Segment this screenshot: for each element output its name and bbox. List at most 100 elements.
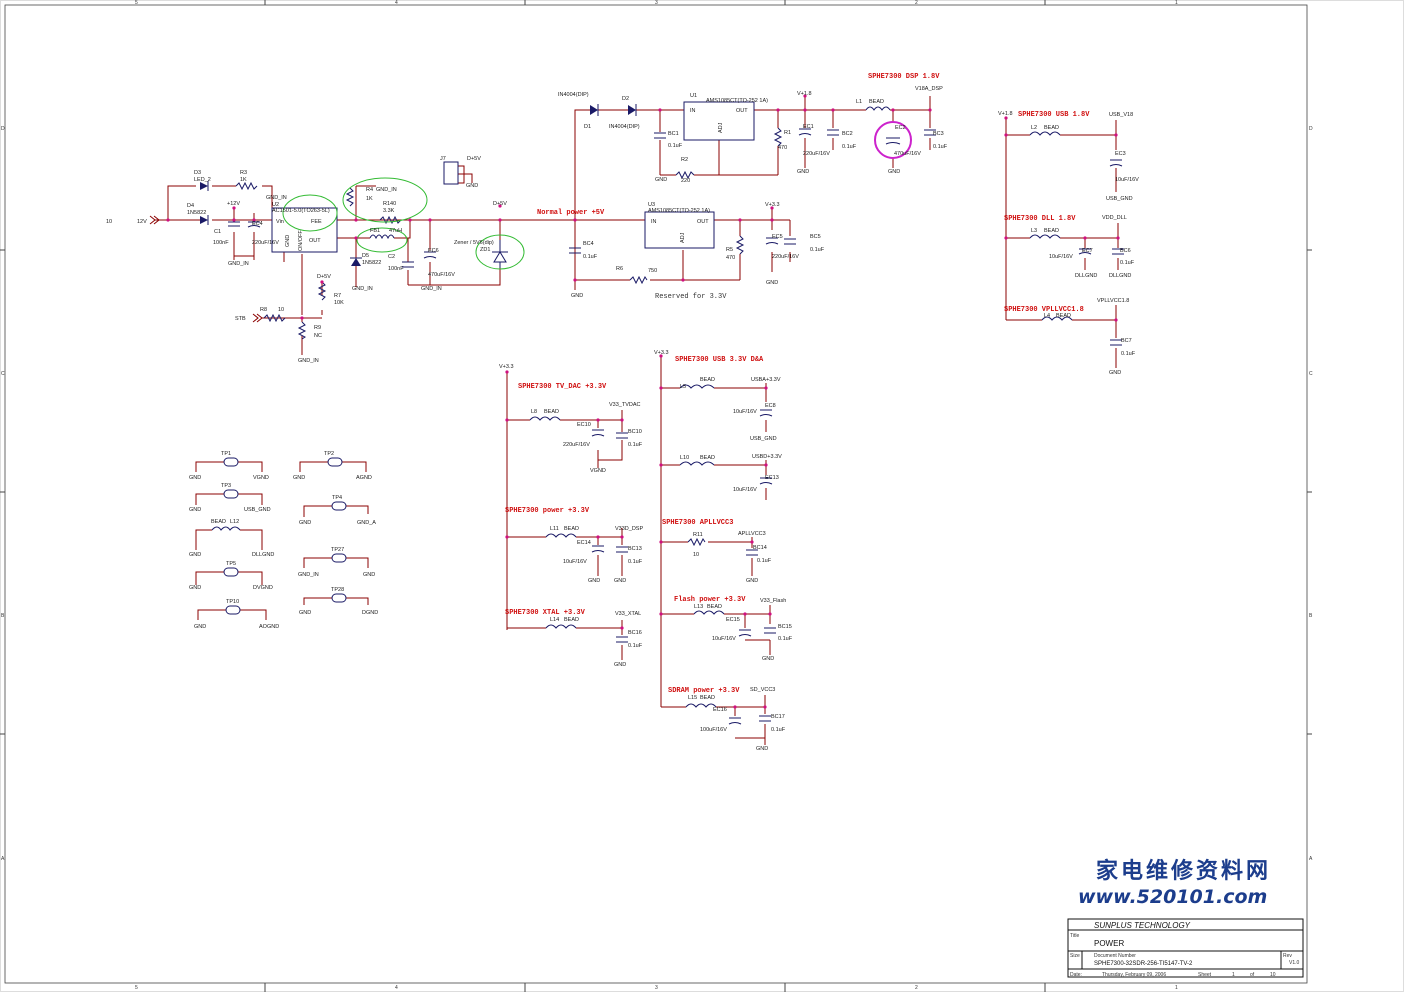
label-gnd-bc17: GND bbox=[756, 746, 768, 752]
label-tp2-gnd: GND bbox=[293, 475, 305, 481]
label-bc10-value: 0.1uF bbox=[628, 442, 643, 448]
label-r3-value: 1K bbox=[240, 177, 247, 183]
label-d5v-net: D+5V bbox=[493, 201, 507, 207]
label-ec1-value: 220uF/16V bbox=[803, 151, 830, 157]
cap-ec15-icon bbox=[738, 629, 752, 637]
label-u2-vin: Vin bbox=[276, 219, 284, 225]
label-v33-flash: V33_Flash bbox=[760, 598, 786, 604]
titleblock-company: SUNPLUS TECHNOLOGY bbox=[1094, 921, 1191, 930]
label-ec13: EC13 bbox=[765, 475, 779, 481]
label-tp27-gndin: GND_IN bbox=[298, 572, 319, 578]
label-tp10-aognd: AOGND bbox=[259, 624, 279, 630]
label-l11: L11 bbox=[550, 526, 559, 532]
label-r9: R9 bbox=[314, 325, 321, 331]
inductor-fb1-icon bbox=[369, 234, 395, 240]
frame-row-c: C bbox=[1, 371, 5, 377]
label-l8-bead: BEAD bbox=[544, 409, 559, 415]
section-headings: SPHE7300 DSP 1.8V Normal power +5V SPHE7… bbox=[505, 73, 1090, 695]
label-u3-in: IN bbox=[651, 219, 657, 225]
label-u2: U2 bbox=[272, 202, 279, 208]
label-ec7: EC7 bbox=[1082, 248, 1093, 254]
label-d3: D3 bbox=[194, 170, 201, 176]
heading-apll: SPHE7300 APLLVCC3 bbox=[662, 519, 733, 527]
frame-row-a: A bbox=[1, 856, 5, 862]
frame-col-3: 3 bbox=[655, 0, 658, 6]
bead-l8-icon bbox=[529, 416, 561, 421]
label-d2: D2 bbox=[622, 96, 629, 102]
label-net-10: 10 bbox=[106, 219, 112, 225]
frame-col-2-bottom: 2 bbox=[915, 985, 918, 991]
label-r11-value: 10 bbox=[693, 552, 699, 558]
label-fb1: FB1 bbox=[370, 228, 380, 234]
label-sd-vcc3: SD_VCC3 bbox=[750, 687, 775, 693]
cap-ec5-icon bbox=[765, 237, 779, 245]
resistor-r5-icon bbox=[735, 235, 745, 255]
label-r8: R8 bbox=[260, 307, 267, 313]
label-gndin-4: GND_IN bbox=[352, 286, 373, 292]
label-l5-bead: BEAD bbox=[700, 377, 715, 383]
label-j7-gnd: GND bbox=[466, 183, 478, 189]
heading-dll-1v8: SPHE7300 DLL 1.8V bbox=[1004, 215, 1076, 223]
titleblock-title: POWER bbox=[1094, 939, 1124, 948]
label-bc14: BC14 bbox=[753, 545, 767, 551]
label-tp28-gnd: GND bbox=[299, 610, 311, 616]
label-vp18-right: V+1.8 bbox=[998, 111, 1013, 117]
resistor-r4-icon bbox=[345, 187, 355, 207]
cap-bc7-icon bbox=[1110, 339, 1122, 346]
resistor-r7-icon bbox=[317, 281, 327, 301]
label-gnd-ec1: GND bbox=[797, 169, 809, 175]
diode-d3-icon bbox=[200, 182, 208, 190]
testpoint-jumpers bbox=[223, 457, 347, 615]
label-ec1: EC1 bbox=[803, 124, 814, 130]
label-r5: R5 bbox=[726, 247, 733, 253]
label-l13-bead: BEAD bbox=[707, 604, 722, 610]
bead-l15-icon bbox=[685, 703, 717, 708]
label-ec14-value: 10uF/16V bbox=[563, 559, 587, 565]
label-u2-fee: FEE bbox=[311, 219, 322, 225]
label-apllvcc3: APLLVCC3 bbox=[738, 531, 766, 537]
label-ec6-value: 470uF/16V bbox=[428, 272, 455, 278]
label-u3: U3 bbox=[648, 202, 655, 208]
label-v12: +12V bbox=[227, 201, 240, 207]
label-ec16: EC16 bbox=[713, 707, 727, 713]
heading-flash: Flash power +3.3V bbox=[674, 596, 746, 604]
label-r3: R3 bbox=[240, 170, 247, 176]
label-bc7: BC7 bbox=[1121, 338, 1132, 344]
regulator-u1 bbox=[683, 101, 755, 141]
label-l4-bead: BEAD bbox=[1056, 313, 1071, 319]
bead-l1-icon bbox=[865, 106, 891, 111]
junction-dots bbox=[166, 94, 1120, 709]
label-tp2: TP2 bbox=[324, 451, 334, 457]
label-ec10: EC10 bbox=[577, 422, 591, 428]
label-r9-value: NC bbox=[314, 333, 322, 339]
titleblock-size-label: Size bbox=[1070, 953, 1080, 959]
label-bc6: BC6 bbox=[1120, 248, 1131, 254]
label-bc10: BC10 bbox=[628, 429, 642, 435]
label-r6: R6 bbox=[616, 266, 623, 272]
titleblock-sheet-label: Sheet bbox=[1198, 972, 1212, 978]
label-l8: L8 bbox=[531, 409, 537, 415]
resistor-r6-icon bbox=[629, 275, 648, 285]
heading-xtal: SPHE7300 XTAL +3.3V bbox=[505, 609, 586, 617]
label-u2-out: OUT bbox=[309, 238, 321, 244]
cap-ec4-icon bbox=[247, 221, 261, 228]
cap-ec16-icon bbox=[728, 717, 742, 725]
label-d5-value: 1N5822 bbox=[362, 260, 381, 266]
cap-ec8-icon bbox=[759, 409, 773, 417]
label-l12-gnd: GND bbox=[189, 552, 201, 558]
label-ec5-value: 220uF/16V bbox=[772, 254, 799, 260]
bead-l11-icon bbox=[545, 533, 577, 538]
label-fb1-value: 47uH bbox=[389, 228, 402, 234]
label-ec14: EC14 bbox=[577, 540, 591, 546]
label-l12-dllgnd: DLLGND bbox=[252, 552, 274, 558]
label-u1-out: OUT bbox=[736, 108, 748, 114]
titleblock-sheet: 1 bbox=[1232, 972, 1235, 978]
label-l11-bead: BEAD bbox=[564, 526, 579, 532]
bead-l13-icon bbox=[693, 610, 725, 615]
label-usba: USBA+3.3V bbox=[751, 377, 781, 383]
label-tp4: TP4 bbox=[332, 495, 342, 501]
label-tp1-vgnd: VGND bbox=[253, 475, 269, 481]
label-tp27: TP27 bbox=[331, 547, 344, 553]
label-l13: L13 bbox=[694, 604, 703, 610]
